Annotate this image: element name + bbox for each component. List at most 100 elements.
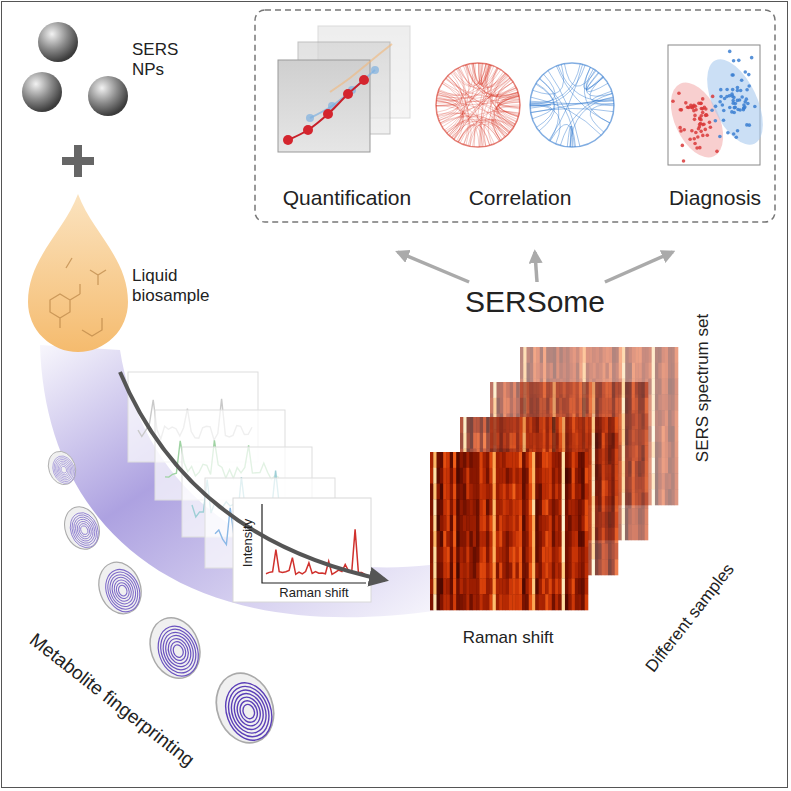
heatmap-cell [568,499,572,515]
heatmap-cell [585,563,589,579]
heatmap-cell [595,417,599,433]
heatmap-cell [585,468,589,484]
heatmap-cell [598,433,602,449]
heatmap-cell [572,468,576,484]
heatmap-cell [662,489,666,505]
heatmap-cell [496,417,500,433]
heatmap-cell [456,547,460,563]
heatmap-cell [552,484,556,500]
heatmap-cell [532,578,536,594]
heatmap-cell [479,547,483,563]
heatmap-cell [460,563,464,579]
heatmap-cell [486,468,490,484]
heatmap-cell [648,426,652,442]
heatmap-cell [586,363,590,379]
heatmap-cell [473,468,477,484]
heatmap-cell [499,452,503,468]
heatmap-cell [565,484,569,500]
heatmap-cell [566,347,570,363]
heatmap-cell [632,493,636,509]
heatmap-cell [665,458,669,474]
heatmap-cell [648,394,652,410]
heatmap-cell [622,524,626,540]
heatmap-cell [575,547,579,563]
heatmap-cell [443,499,447,515]
heatmap-cell [605,449,609,465]
heatmap-cell [536,363,540,379]
heatmap-cell [671,473,675,489]
heatmap-cell [598,417,602,433]
heatmap-cell [545,563,549,579]
heatmap-cell [579,347,583,363]
heatmap-cell [502,563,506,579]
heatmap-cell [536,398,540,414]
heatmap-cell [473,417,477,433]
heatmap-cell [506,484,510,500]
heatmap-cell [473,547,477,563]
heatmap-cell [479,515,483,531]
heatmap-cell [645,461,649,477]
heatmap-cell [605,417,609,433]
heatmap-cell [569,398,573,414]
heatmap-cell [460,499,464,515]
heatmap-cell [443,452,447,468]
heatmap-cell [558,515,562,531]
heatmap-cell [532,452,536,468]
heatmap-cell [479,563,483,579]
heatmap-cell [566,398,570,414]
heatmap-cell [512,468,516,484]
heatmap-cell [542,484,546,500]
heatmap-cell [545,499,549,515]
heatmap-cell [602,382,606,398]
heatmap-cell [460,468,464,484]
heatmap-cell [430,499,434,515]
heatmap-cell [536,382,540,398]
heatmap-cell [658,379,662,395]
heatmap-cell [430,484,434,500]
fingerprint-ridge [111,578,134,604]
heatmap-cell [658,442,662,458]
heatmap-cell [629,347,633,363]
heatmap-frame [490,382,648,540]
heatmap-cell [463,484,467,500]
heatmap-cell [456,484,460,500]
heatmap-cell [545,547,549,563]
heatmap-cell [602,464,606,480]
heatmap-cell [592,347,596,363]
heatmap-cell [549,515,553,531]
heatmap-cell [489,484,493,500]
heatmap-cell [533,382,537,398]
heatmap-cell [450,578,454,594]
heatmap-cell [489,547,493,563]
heatmap-cell [632,477,636,493]
heatmap-cell [479,452,483,468]
spectrum-inset [233,498,371,602]
heatmap-cell [466,531,470,547]
heatmap-cell [516,452,520,468]
heatmap-cell [443,594,447,610]
heatmap-cell [622,429,626,445]
heatmap-cell [572,594,576,610]
heatmap-cell [592,496,596,512]
heatmap-cell [473,452,477,468]
heatmap-cell [450,499,454,515]
heatmap-cell [625,429,629,445]
heatmap-cell [668,410,672,426]
heatmap-cell [519,563,523,579]
fingerprint [142,611,208,686]
heatmap-cell [440,531,444,547]
heatmap-cell [433,499,437,515]
heatmap-cell [476,594,480,610]
heatmap-cell [463,417,467,433]
heatmap-cell [641,445,645,461]
heatmap-cell [440,547,444,563]
heatmap-cell [562,578,566,594]
heatmap-cell [628,477,632,493]
heatmap-cell [581,563,585,579]
heatmap-cell [522,515,526,531]
heatmap-cell [543,398,547,414]
heatmap-cell [546,417,550,433]
heatmap-cell [530,382,534,398]
heatmap-cell [456,594,460,610]
heatmap-cell [522,468,526,484]
